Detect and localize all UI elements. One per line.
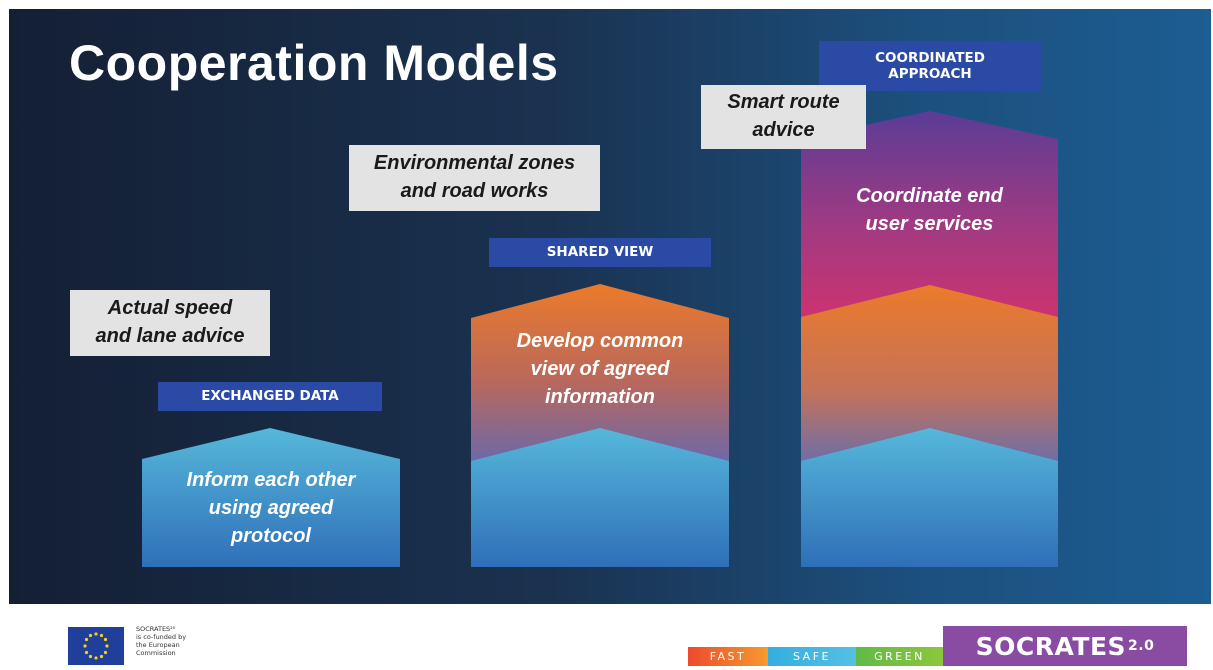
tier-label-shared-view: SHARED VIEW <box>489 238 711 267</box>
tag-fast: FAST <box>688 647 768 666</box>
coordinated-base-layer <box>801 428 1058 567</box>
shared-view-upper-layer <box>471 284 729 461</box>
eu-flag-logo <box>68 627 124 665</box>
slide: Cooperation Models Actual speed and lane… <box>9 9 1211 604</box>
description-coordinated-approach: Coordinate end user services <box>856 185 1003 235</box>
shared-view-base-layer <box>471 428 729 567</box>
house-shapes <box>142 111 1058 567</box>
slide-title: Cooperation Models <box>69 35 559 91</box>
eu-funding-text: SOCRATES²⁰ is co-funded by the European … <box>136 625 187 658</box>
tier-label-exchanged-data: EXCHANGED DATA <box>158 382 382 411</box>
callout-speed-advice: Actual speed and lane advice <box>70 290 270 356</box>
description-exchanged-data: Inform each other using agreed protocol <box>186 469 356 547</box>
exchanged-data-house <box>142 428 400 567</box>
coordinated-top-layer <box>801 111 1058 317</box>
coordinated-middle-layer <box>801 285 1058 461</box>
tag-safe: SAFE <box>768 647 856 666</box>
callout-environmental-zones: Environmental zones and road works <box>349 145 600 211</box>
description-shared-view: Develop common view of agreed informatio… <box>516 330 684 408</box>
tag-green: GREEN <box>856 647 943 666</box>
brand-version: 2.0 <box>1128 638 1155 654</box>
tier-label-coordinated-approach: COORDINATED APPROACH <box>819 41 1041 91</box>
brand-name: SOCRATES <box>975 631 1127 661</box>
callout-smart-route: Smart route advice <box>701 85 866 149</box>
footer: SOCRATES²⁰ is co-funded by the European … <box>0 604 1213 666</box>
